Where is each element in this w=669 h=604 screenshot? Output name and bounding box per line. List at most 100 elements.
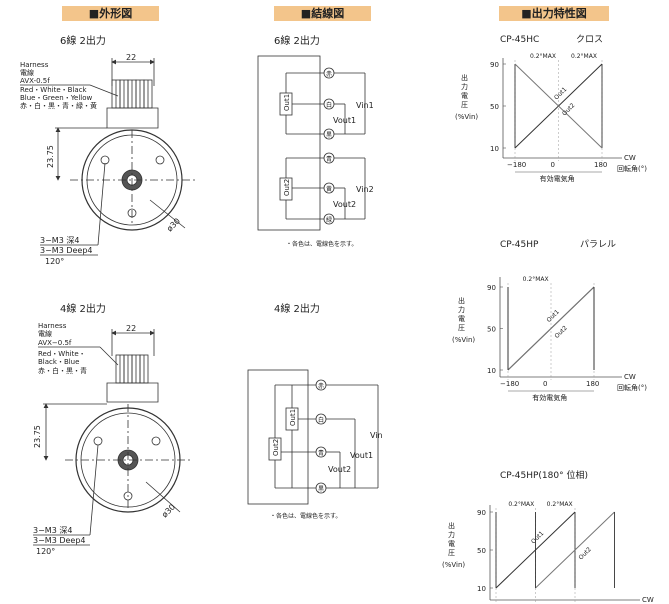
y-label-unit: (%Vin) (452, 336, 475, 344)
x-label: 回転角(°) (617, 164, 647, 173)
series-line (535, 511, 615, 589)
chart-mode: クロス (576, 34, 603, 45)
y-tick-label: 50 (490, 103, 499, 111)
y-tick-label: 50 (477, 547, 486, 555)
svg-text:Vout1: Vout1 (350, 451, 373, 460)
svg-text:黒: 黒 (318, 486, 324, 493)
y-label-char: 力 (458, 305, 465, 314)
outline-6-title: 6線 2出力 (60, 34, 106, 47)
cw-label: CW (624, 154, 636, 162)
x-tick-label: 0 (551, 161, 555, 169)
outline-6-dim-dia: ø30 (165, 216, 182, 233)
svg-text:3−M3 深4: 3−M3 深4 (33, 526, 72, 535)
svg-text:青: 青 (318, 449, 324, 457)
svg-text:赤・白・黒・青: 赤・白・黒・青 (38, 366, 87, 375)
y-tick-label: 10 (490, 145, 499, 153)
x-tick-label: 180 (586, 380, 599, 388)
series-label: Out2 (553, 324, 568, 339)
svg-text:黒: 黒 (326, 132, 332, 139)
header-output: ■出力特性図 (499, 6, 609, 21)
svg-text:Vin: Vin (370, 431, 383, 440)
svg-text:Vout2: Vout2 (328, 465, 351, 474)
svg-text:緑: 緑 (326, 216, 332, 224)
svg-text:黄: 黄 (326, 185, 332, 193)
max-label: 0.2°MAX (547, 501, 573, 508)
x-tick-label: −180 (500, 380, 519, 388)
y-label-char: 電 (448, 540, 455, 548)
outline-4wire: 4線 2出力 22 Harness 電線 AVX−0.5f Red・White・… (33, 302, 190, 556)
svg-text:Vin2: Vin2 (356, 185, 374, 194)
svg-text:青: 青 (326, 155, 332, 163)
svg-text:3−M3 深4: 3−M3 深4 (40, 236, 79, 245)
wiring-6-title: 6線 2出力 (274, 34, 320, 47)
series-label: Out2 (561, 102, 576, 117)
chart-title: CP-45HC (500, 35, 539, 45)
wiring-4-note: ・各色は、電線色を示す。 (270, 512, 341, 520)
header-wiring: ■結線図 (274, 6, 371, 21)
y-tick-label: 50 (487, 326, 496, 334)
series-label: Out2 (577, 546, 592, 561)
outline-6-dim-width: 22 (126, 53, 136, 62)
y-label-unit: (%Vin) (455, 113, 478, 121)
chart-3: CP-45HP(180° 位相)出力電圧(%Vin)CW−18001809050… (442, 469, 654, 604)
wiring-4wire: 4線 2出力 Out1 Out2 赤 白 青 黒 Vin Vout1 Vout2… (247, 302, 383, 520)
max-label: 0.2°MAX (508, 501, 534, 508)
wiring-4-title: 4線 2出力 (274, 302, 320, 315)
y-label-char: 電 (461, 92, 468, 100)
outline-6-dim-height: 23.75 (46, 145, 55, 168)
outline-4-dim-dia: ø30 (160, 502, 177, 519)
svg-text:AVX−0.5f: AVX−0.5f (38, 339, 72, 347)
outline-6wire: 6線 2出力 22 Harness 電線 AVX-0.5f Red・White・… (20, 34, 195, 266)
y-label-char: 力 (448, 530, 455, 539)
y-label-char: 圧 (448, 549, 455, 557)
svg-text:Red・White・Black: Red・White・Black (20, 86, 88, 94)
svg-text:Out2: Out2 (283, 179, 291, 196)
svg-text:赤: 赤 (318, 383, 324, 390)
svg-text:電線: 電線 (38, 329, 52, 338)
svg-text:白: 白 (326, 101, 332, 109)
svg-text:Out1: Out1 (289, 409, 297, 426)
max-label: 0.2°MAX (530, 53, 556, 60)
svg-text:120°: 120° (36, 547, 55, 556)
effective-label: 有効電気角 (540, 174, 575, 183)
x-label: 回転角(°) (617, 383, 647, 392)
svg-text:赤・白・黒・青・緑・黄: 赤・白・黒・青・緑・黄 (20, 101, 97, 110)
svg-text:Out2: Out2 (272, 439, 280, 456)
x-tick-label: 0 (543, 380, 547, 388)
y-tick-label: 90 (490, 61, 499, 69)
y-label-char: 圧 (458, 324, 465, 332)
y-label-char: 出 (448, 521, 455, 530)
svg-text:Vout1: Vout1 (333, 116, 356, 125)
svg-text:Harness: Harness (20, 61, 49, 69)
svg-text:3−M3 Deep4: 3−M3 Deep4 (33, 536, 86, 545)
cw-label: CW (642, 596, 654, 604)
svg-text:120°: 120° (45, 257, 64, 266)
outline-4-dim-width: 22 (126, 324, 136, 333)
effective-label: 有効電気角 (532, 393, 567, 402)
y-label-char: 力 (461, 82, 468, 91)
svg-text:Vout2: Vout2 (333, 200, 356, 209)
header-outline: ■外形図 (62, 6, 159, 21)
svg-text:赤: 赤 (326, 71, 332, 78)
svg-text:Blue・Green・Yellow: Blue・Green・Yellow (20, 94, 93, 102)
y-label-char: 出 (458, 296, 465, 305)
wiring-6-note: ・各色は、電線色を示す。 (286, 240, 357, 248)
chart-title: CP-45HP(180° 位相) (500, 469, 588, 481)
svg-text:Harness: Harness (38, 322, 67, 330)
max-label: 0.2°MAX (571, 53, 597, 60)
max-label: 0.2°MAX (523, 276, 549, 283)
chart-mode: パラレル (580, 239, 616, 250)
y-tick-label: 10 (487, 367, 496, 375)
chart-title: CP-45HP (500, 240, 539, 250)
series-line (507, 286, 595, 371)
y-label-char: 出 (461, 73, 468, 82)
y-label-char: 電 (458, 315, 465, 323)
svg-text:電線: 電線 (20, 68, 34, 77)
x-tick-label: −180 (507, 161, 526, 169)
svg-text:3−M3 Deep4: 3−M3 Deep4 (40, 246, 93, 255)
svg-text:Vin1: Vin1 (356, 101, 374, 110)
y-tick-label: 10 (477, 585, 486, 593)
